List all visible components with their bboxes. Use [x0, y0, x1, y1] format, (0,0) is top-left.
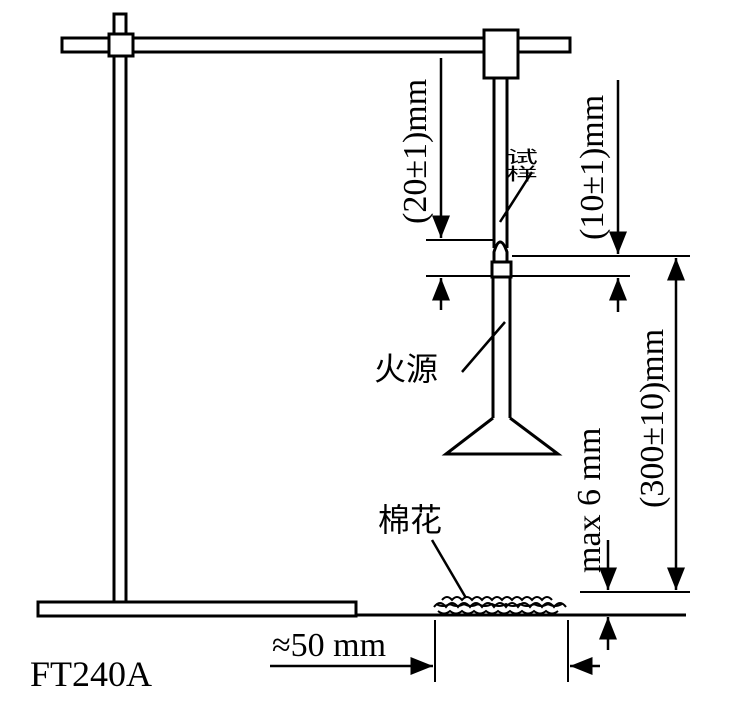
dimension-20mm	[426, 58, 494, 310]
specimen-leader	[498, 171, 534, 223]
specimen-label: 试样	[501, 148, 539, 182]
dim-label-300mm: (300±10)mm	[634, 329, 671, 508]
stand-rod	[112, 12, 128, 604]
dim-label-20mm: (20±1)mm	[397, 79, 434, 224]
dim-label-50mm: ≈50 mm	[272, 627, 386, 664]
burner-top	[490, 260, 513, 279]
burner-base	[441, 416, 563, 456]
dim-label-10mm: (10±1)mm	[574, 95, 611, 240]
flame-tip	[492, 240, 509, 262]
dim-label-max-6mm: max 6 mm	[571, 428, 608, 573]
figure-code: FT240A	[30, 654, 152, 694]
dimension-300mm	[580, 255, 690, 593]
dimension-50mm	[270, 620, 600, 682]
flame-source-label: 火源	[374, 350, 438, 388]
specimen-clamp	[482, 28, 520, 80]
flame-source-leader	[461, 321, 506, 373]
stand-arm	[60, 36, 572, 54]
cotton-pad	[433, 596, 567, 615]
cotton-label: 棉花	[378, 501, 442, 539]
rod-clamp	[107, 32, 135, 58]
stand-base	[36, 600, 358, 618]
dimension-10mm	[512, 80, 630, 312]
cotton-leader	[430, 539, 468, 599]
